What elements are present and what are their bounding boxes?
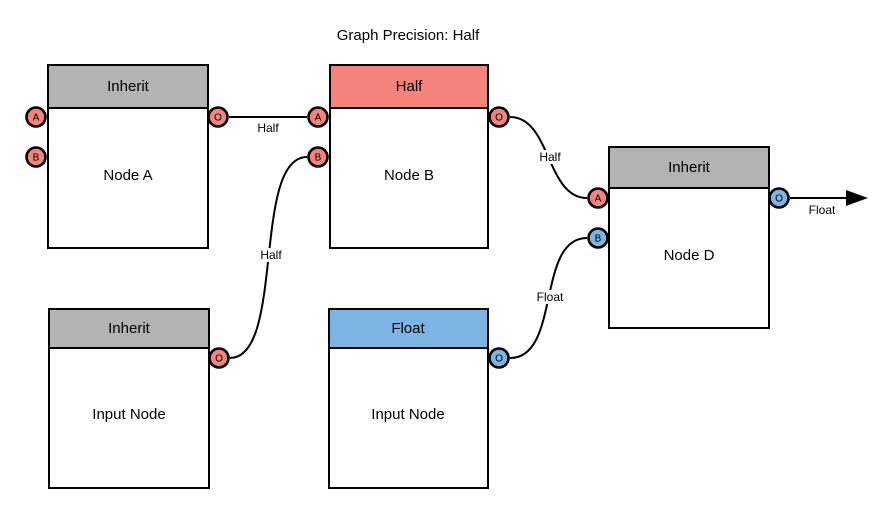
port-letter: O [495, 113, 503, 124]
node-b-port-b: B [307, 146, 329, 168]
node-d-port-a: A [587, 187, 609, 209]
edge-label: Half [257, 121, 279, 135]
node-d-port-o-circle [768, 187, 790, 209]
edge-label: Float [537, 290, 564, 304]
port-letter: B [33, 153, 40, 164]
node-a-port-a: A [25, 106, 47, 128]
node-b-port-o-circle [488, 106, 510, 128]
edge-label: Half [260, 248, 282, 262]
port-letter: B [595, 234, 602, 245]
node-d-port-o: O [768, 187, 790, 209]
diagram-title: Graph Precision: Half [337, 27, 480, 44]
node-a-port-o: O [207, 106, 229, 128]
node-a-label: Node A [103, 167, 152, 184]
node-a-port-b: B [25, 146, 47, 168]
node-a-port-b-circle [25, 146, 47, 168]
input-node-inherit-port-o: O [208, 347, 230, 369]
node-d-header-label: Inherit [668, 159, 711, 176]
node-d-label: Node D [664, 247, 715, 264]
node-b-header [329, 64, 489, 109]
port-letter: O [495, 354, 503, 365]
input-node-inherit-port-o-circle [208, 347, 230, 369]
port-letter: O [775, 194, 783, 205]
input-node-float-header [328, 308, 489, 349]
input-node-inherit: Inherit Input Node [48, 308, 210, 489]
port-letter: B [315, 153, 322, 164]
port-letter: A [315, 113, 322, 124]
input-node-float-label: Input Node [371, 406, 444, 423]
port-letter: A [595, 194, 602, 205]
node-b-label: Node B [384, 167, 434, 184]
input-node-inherit-header [48, 308, 210, 349]
input-node-float-port-o-circle [488, 347, 510, 369]
node-d: Inherit Node D [608, 146, 770, 329]
edge-label-background [254, 248, 288, 262]
node-d-port-a-circle [587, 187, 609, 209]
input-node-float-port-o: O [488, 347, 510, 369]
node-a-header-label: Inherit [107, 78, 150, 95]
node-d-port-b: B [587, 227, 609, 249]
node-a-port-o-circle [207, 106, 229, 128]
node-b-port-a: A [307, 106, 329, 128]
node-d-port-b-circle [587, 227, 609, 249]
node-a-header [47, 64, 209, 109]
port-letter: A [33, 113, 40, 124]
node-b: Half Node B [329, 64, 489, 249]
port-letter: O [214, 113, 222, 124]
edge-label-background [533, 150, 567, 164]
input-node-inherit-label: Input Node [92, 406, 165, 423]
port-letter: O [215, 354, 223, 365]
node-a: Inherit Node A [47, 64, 209, 249]
input-node-float: Float Input Node [328, 308, 489, 489]
node-b-port-o: O [488, 106, 510, 128]
input-node-float-header-label: Float [391, 320, 425, 337]
node-a-port-a-circle [25, 106, 47, 128]
node-b-port-a-circle [307, 106, 329, 128]
node-b-header-label: Half [396, 78, 424, 95]
arrow-head-icon [846, 190, 868, 206]
edge-label: Float [809, 203, 836, 217]
edge-label: Half [539, 150, 561, 164]
node-b-port-b-circle [307, 146, 329, 168]
input-node-inherit-header-label: Inherit [108, 320, 151, 337]
edge-label-background [531, 290, 569, 304]
node-d-header [608, 146, 770, 189]
